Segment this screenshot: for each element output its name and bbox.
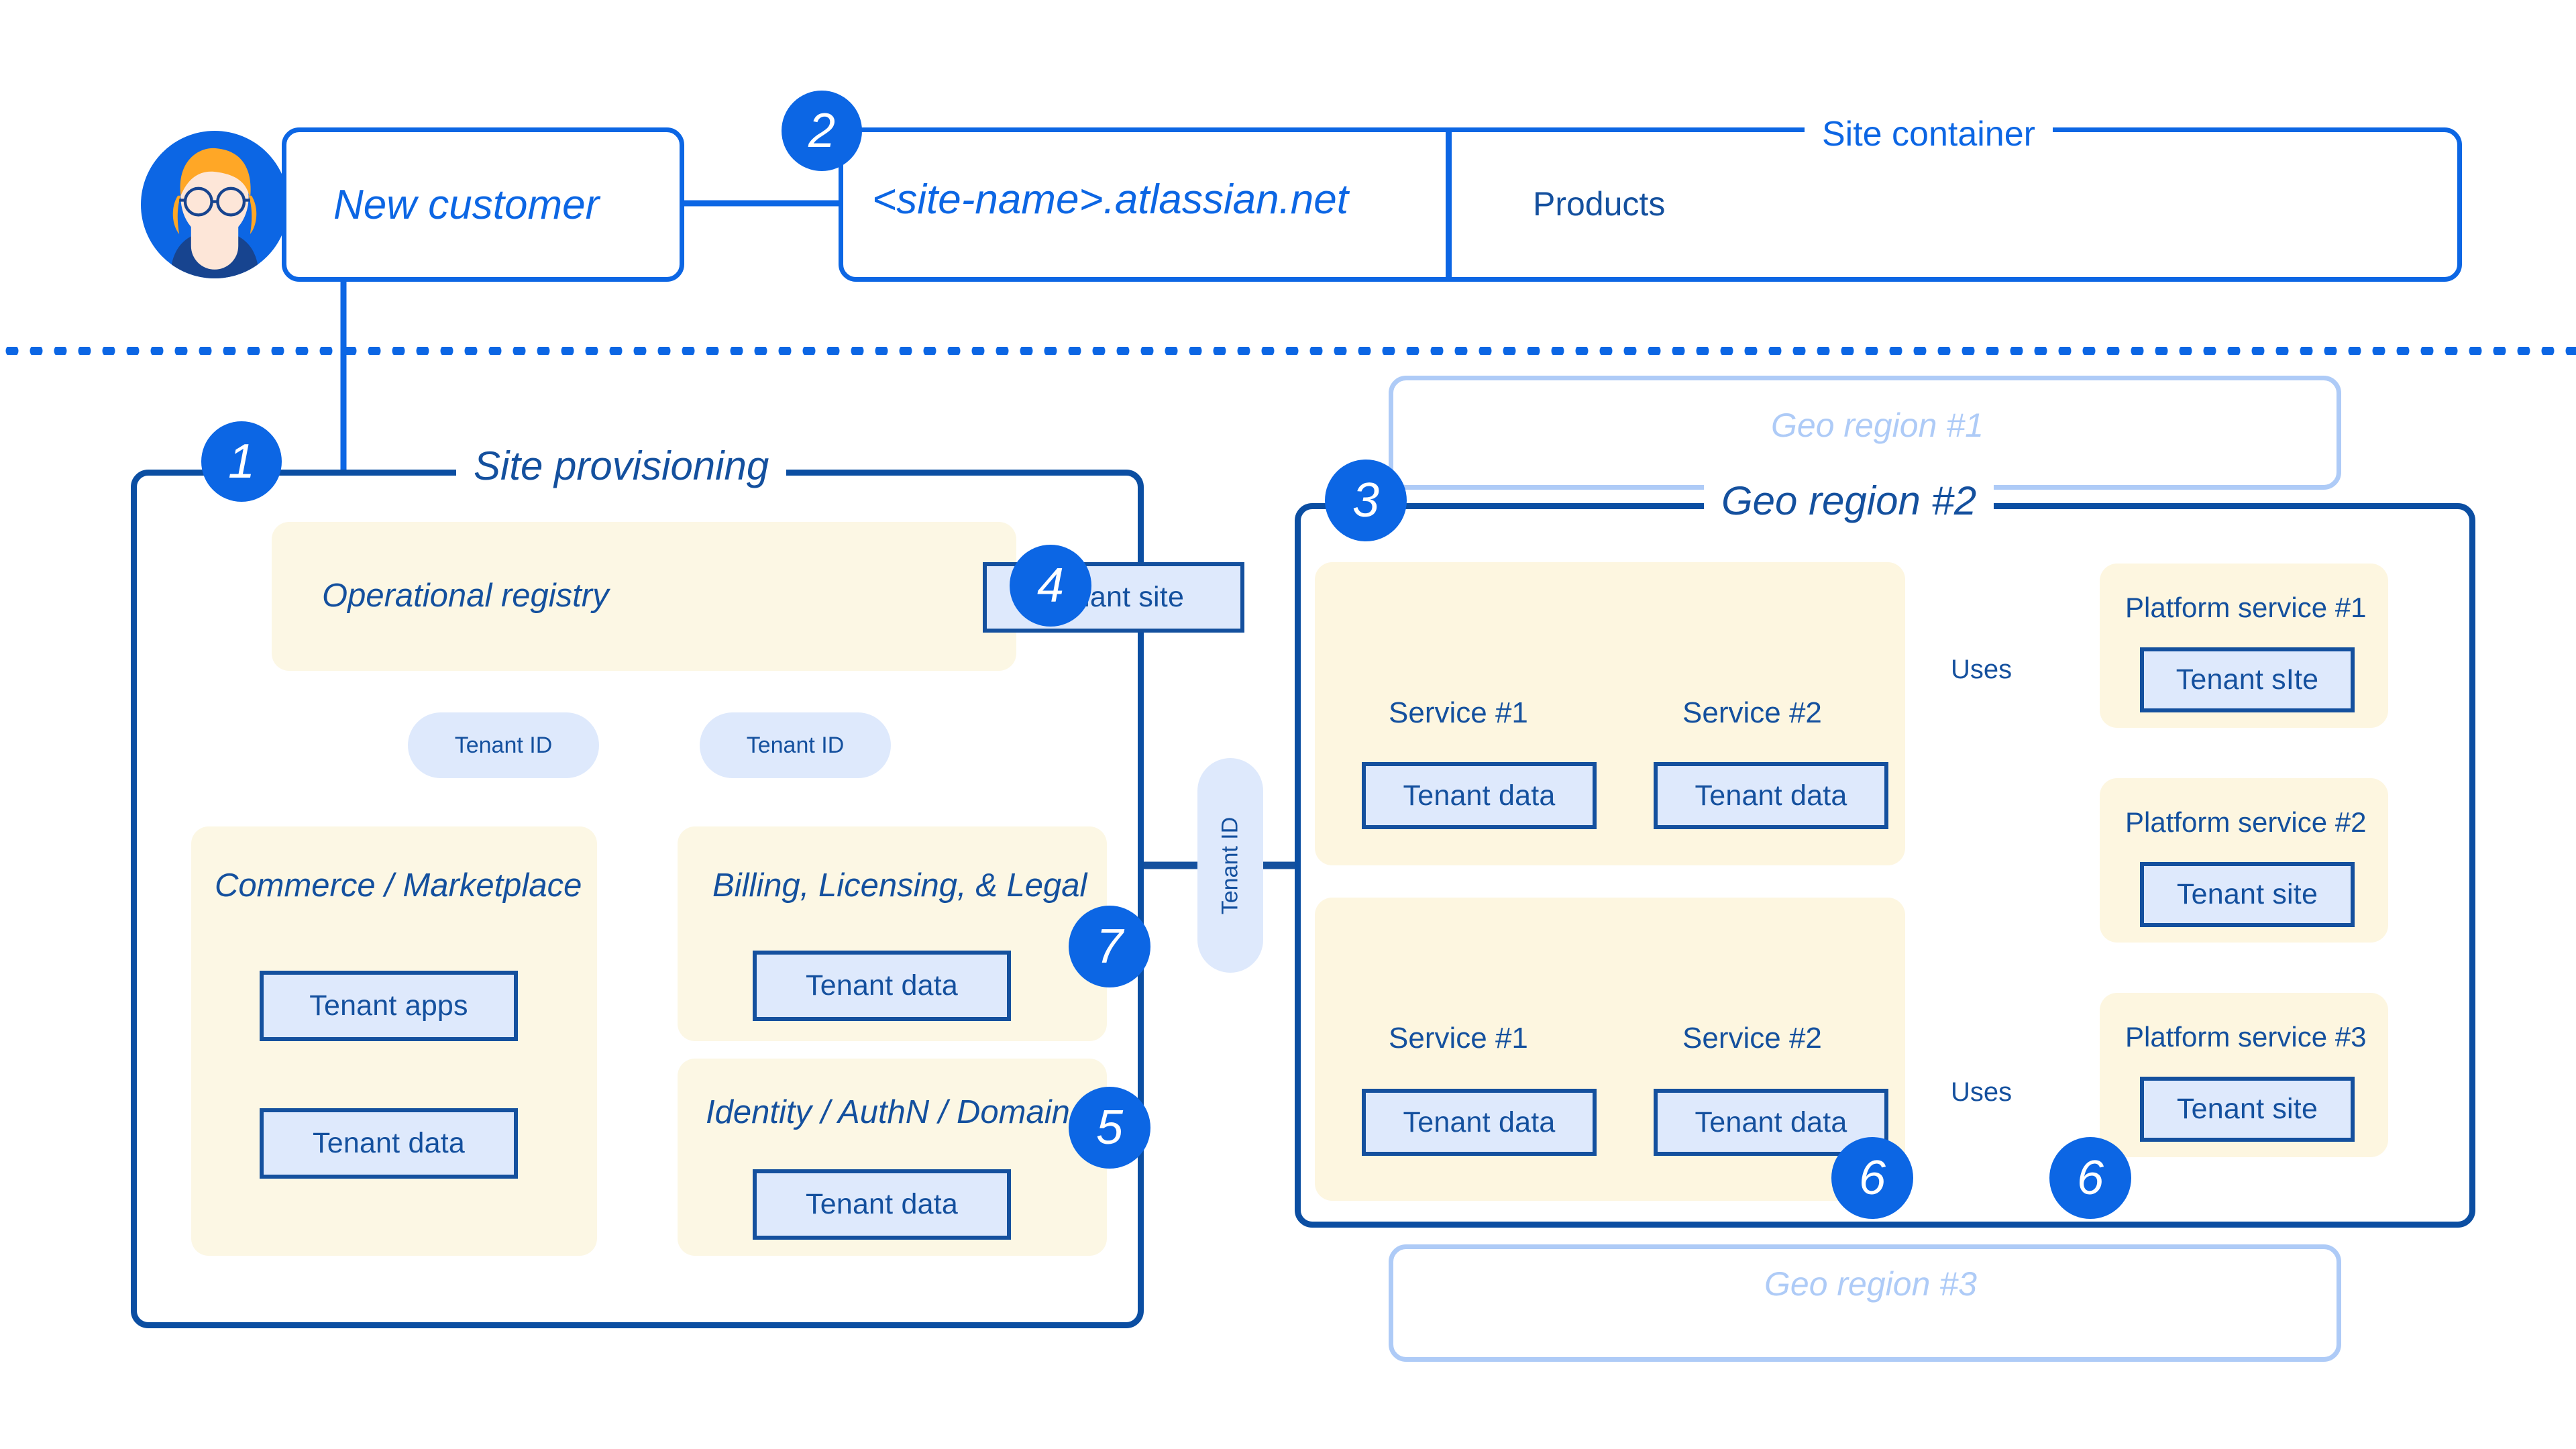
uses-label-top: Uses (1951, 655, 2012, 684)
step-badge-1: 1 (201, 421, 282, 502)
jira-service-2-label: Service #2 (1682, 696, 1822, 729)
commerce-tenant-apps-tile[interactable]: Tenant apps (260, 971, 518, 1041)
tenant-id-right-label: Tenant ID (746, 732, 845, 758)
billing-licensing-legal-label: Billing, Licensing, & Legal (712, 867, 1087, 904)
identity-authn-domain-label: Identity / AuthN / Domain (706, 1094, 1070, 1130)
uses-label-bottom: Uses (1951, 1077, 2012, 1107)
jira-service-1-tile-label: Tenant data (1403, 779, 1556, 812)
step-badge-3: 3 (1325, 460, 1407, 541)
geo-region-1-box (1389, 376, 2341, 490)
platform-service-1-tile-label: Tenant sIte (2176, 663, 2319, 696)
geo-product-panel-confluence: Service #1 Tenant data Service #2 Tenant… (1315, 898, 1905, 1201)
site-container-caption: Site container (1805, 114, 2053, 154)
geo-region-1-caption: Geo region #1 (1771, 407, 1984, 444)
new-customer-box[interactable]: New customer (282, 127, 684, 282)
geo-region-3-box (1389, 1244, 2341, 1362)
bridge-tenant-id-pill: Tenant ID (1197, 758, 1263, 973)
platform-service-2-label: Platform service #2 (2125, 806, 2367, 838)
platform-service-1-panel: Platform service #1 Tenant sIte (2100, 564, 2388, 728)
site-provisioning-caption: Site provisioning (456, 443, 787, 489)
identity-tenant-data-label: Tenant data (806, 1188, 958, 1220)
confluence-service-2-tile-label: Tenant data (1695, 1106, 1847, 1138)
geo-product-panel-jira: Service #1 Tenant data Service #2 Tenant… (1315, 562, 1905, 865)
jira-service-2-tile-label: Tenant data (1695, 779, 1847, 812)
tenant-id-left-label: Tenant ID (454, 732, 553, 758)
site-container-split (1446, 127, 1452, 282)
billing-tenant-data-label: Tenant data (806, 969, 958, 1002)
jira-service-1-tenant-data-tile[interactable]: Tenant data (1362, 762, 1597, 829)
jira-service-1-label: Service #1 (1389, 696, 1528, 729)
tenant-id-pill-right: Tenant ID (700, 712, 891, 778)
platform-service-3-label: Platform service #3 (2125, 1021, 2367, 1053)
commerce-tenant-apps-label: Tenant apps (309, 989, 468, 1022)
step-badge-6-right: 6 (2049, 1137, 2131, 1219)
confluence-service-2-label: Service #2 (1682, 1022, 1822, 1055)
identity-authn-domain-panel: Identity / AuthN / Domain Tenant data (678, 1059, 1107, 1256)
platform-service-3-tile-label: Tenant site (2176, 1093, 2318, 1125)
zone-divider (0, 347, 2576, 355)
geo-region-2-caption: Geo region #2 (1704, 478, 1994, 524)
confluence-service-1-tile-label: Tenant data (1403, 1106, 1556, 1138)
site-url-label: <site-name>.atlassian.net (872, 176, 1348, 223)
platform-service-3-panel: Platform service #3 Tenant site (2100, 993, 2388, 1157)
confluence-service-1-tenant-data-tile[interactable]: Tenant data (1362, 1089, 1597, 1156)
step-badge-6-left: 6 (1831, 1137, 1913, 1219)
step-badge-7: 7 (1069, 906, 1150, 987)
operational-registry-label: Operational registry (322, 578, 609, 614)
avatar (141, 131, 288, 278)
platform-service-2-tenant-site-tile[interactable]: Tenant site (2140, 862, 2355, 927)
platform-service-1-label: Platform service #1 (2125, 592, 2367, 623)
commerce-marketplace-label: Commerce / Marketplace (215, 867, 582, 904)
jira-service-2-tenant-data-tile[interactable]: Tenant data (1654, 762, 1888, 829)
confluence-service-1-label: Service #1 (1389, 1022, 1528, 1055)
billing-tenant-data-tile[interactable]: Tenant data (753, 951, 1011, 1021)
user-avatar-icon (170, 148, 259, 278)
new-customer-label: New customer (333, 181, 600, 228)
identity-tenant-data-tile[interactable]: Tenant data (753, 1169, 1011, 1240)
platform-service-2-tile-label: Tenant site (2176, 878, 2318, 910)
geo-region-3-caption: Geo region #3 (1764, 1265, 1977, 1303)
commerce-tenant-data-label: Tenant data (313, 1127, 465, 1159)
platform-service-2-panel: Platform service #2 Tenant site (2100, 778, 2388, 943)
operational-registry-panel: Operational registry Tenant site (272, 522, 1244, 671)
tenant-id-pill-left: Tenant ID (408, 712, 599, 778)
site-container-box[interactable] (839, 127, 2462, 282)
commerce-tenant-data-tile[interactable]: Tenant data (260, 1108, 518, 1179)
products-label: Products (1533, 185, 1666, 223)
billing-licensing-legal-panel: Billing, Licensing, & Legal Tenant data (678, 826, 1107, 1041)
platform-service-3-tenant-site-tile[interactable]: Tenant site (2140, 1077, 2355, 1142)
commerce-marketplace-panel: Commerce / Marketplace Tenant apps Tenan… (191, 826, 597, 1256)
platform-service-1-tenant-site-tile[interactable]: Tenant sIte (2140, 647, 2355, 712)
step-badge-5: 5 (1069, 1087, 1150, 1169)
step-badge-2: 2 (782, 91, 862, 171)
step-badge-4: 4 (1010, 545, 1091, 627)
bridge-tenant-id-label: Tenant ID (1217, 816, 1243, 914)
